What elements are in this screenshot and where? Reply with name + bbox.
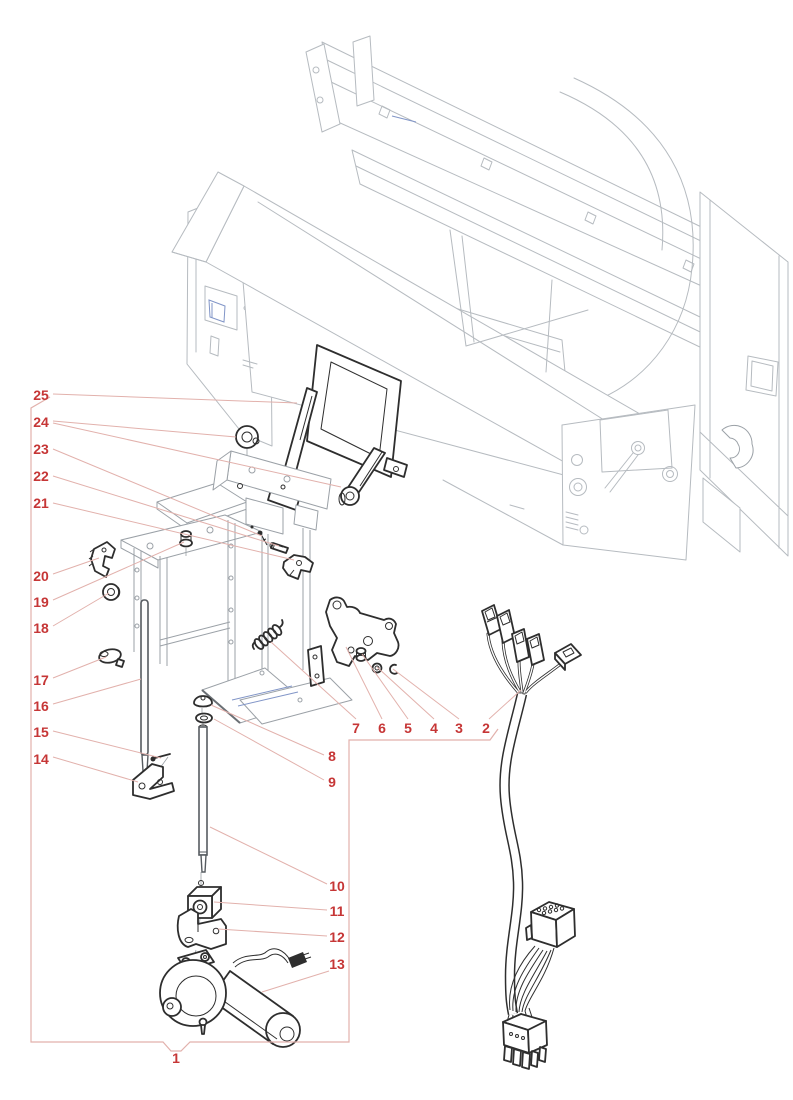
leader-line-21 [52, 502, 295, 561]
dome-cap-8 [193, 695, 213, 708]
leader-line-8 [210, 704, 325, 756]
motor-wire [232, 948, 291, 964]
callout-label-25: 25 [33, 387, 49, 403]
callout-label-19: 19 [33, 594, 49, 610]
callout-label-23: 23 [33, 441, 49, 457]
clamp-bracket-12 [176, 908, 227, 950]
callout-label-9: 9 [328, 774, 336, 790]
clip-17 [98, 648, 125, 668]
callout-label-18: 18 [33, 620, 49, 636]
shaft-10 [198, 724, 208, 873]
leader-line-24 [52, 420, 237, 438]
callout-label-20: 20 [33, 568, 49, 584]
leader-line-4 [376, 666, 435, 720]
cable-sheath [499, 692, 528, 1016]
wire-bundle [506, 945, 555, 1023]
callout-label-14: 14 [33, 751, 49, 767]
roller-wheel-b [338, 486, 360, 506]
callout-label-16: 16 [33, 698, 49, 714]
faston-connectors [481, 604, 545, 666]
callout-label-22: 22 [33, 468, 49, 484]
callout-label-8: 8 [328, 748, 336, 764]
leader-line-13 [261, 970, 330, 993]
callout-label-10: 10 [329, 878, 345, 894]
leader-line-12 [217, 928, 328, 937]
guide-rod-16 [140, 599, 149, 772]
latch-20 [88, 541, 116, 578]
side-connector [554, 643, 582, 671]
callout-layer: 1234567891011121314151617181920212223242… [30, 387, 522, 1066]
leader-line-19 [52, 541, 185, 601]
callout-label-21: 21 [33, 495, 49, 511]
motor-connector [288, 952, 307, 968]
callout-label-3: 3 [455, 720, 463, 736]
bracket-14 [132, 763, 175, 800]
main-assembly-drawing [171, 35, 789, 561]
hopper-bin [171, 171, 641, 483]
right-side-mechanism [442, 404, 696, 561]
lift-bracket [267, 344, 408, 511]
roller-wheel-a [235, 425, 260, 449]
leader-line-16 [52, 678, 142, 705]
washer-9 [195, 712, 213, 724]
leader-line-24 [52, 422, 342, 488]
leader-line-9 [213, 718, 325, 781]
leader-line-2 [488, 689, 522, 720]
leader-line-7 [270, 641, 357, 720]
retaining-clip-3 [389, 663, 398, 675]
mounting-platform [212, 450, 332, 535]
leader-line-6 [345, 646, 383, 720]
callout-label-11: 11 [330, 903, 345, 919]
leader-line-25 [52, 393, 298, 404]
leader-line-17 [52, 656, 107, 679]
leader-line-14 [52, 756, 139, 783]
screw-23 [250, 525, 268, 546]
hook-lever-21 [282, 554, 314, 580]
rear-right-panel [699, 191, 789, 557]
callout-label-13: 13 [329, 956, 345, 972]
lever-plate [307, 645, 325, 687]
leader-line-3 [392, 668, 460, 720]
callout-label-6: 6 [378, 720, 386, 736]
leader-line-22 [52, 475, 280, 547]
wiring-harness [481, 604, 582, 1070]
callout-label-4: 4 [430, 720, 438, 736]
drum-curve [559, 77, 694, 399]
leader-line-11 [213, 901, 328, 911]
leader-line-15 [52, 730, 162, 759]
leader-line-23 [52, 448, 263, 537]
grommet-18 [102, 583, 121, 601]
callout-label-7: 7 [352, 720, 360, 736]
callout-label-1: 1 [172, 1050, 180, 1066]
multipin-connector-upper [525, 901, 576, 948]
leader-line-10 [209, 826, 328, 885]
callout-label-12: 12 [329, 929, 345, 945]
multipin-connector-lower [502, 1013, 548, 1070]
gear-motor-13 [159, 948, 312, 1048]
lever-assembly [307, 596, 400, 687]
leader-line-20 [52, 557, 100, 575]
callout-label-5: 5 [404, 720, 412, 736]
lid-rail-assembly [305, 35, 753, 373]
callout-label-15: 15 [33, 724, 49, 740]
leader-line-18 [52, 592, 110, 627]
callout-label-24: 24 [33, 414, 49, 430]
spring-7 [251, 619, 284, 650]
exploded-parts [88, 344, 408, 1048]
callout-label-17: 17 [33, 672, 49, 688]
motor-screw [198, 1017, 208, 1035]
callout-label-2: 2 [482, 720, 490, 736]
group-bracket-part-1 [30, 396, 499, 1052]
leader-line-5 [361, 653, 409, 720]
